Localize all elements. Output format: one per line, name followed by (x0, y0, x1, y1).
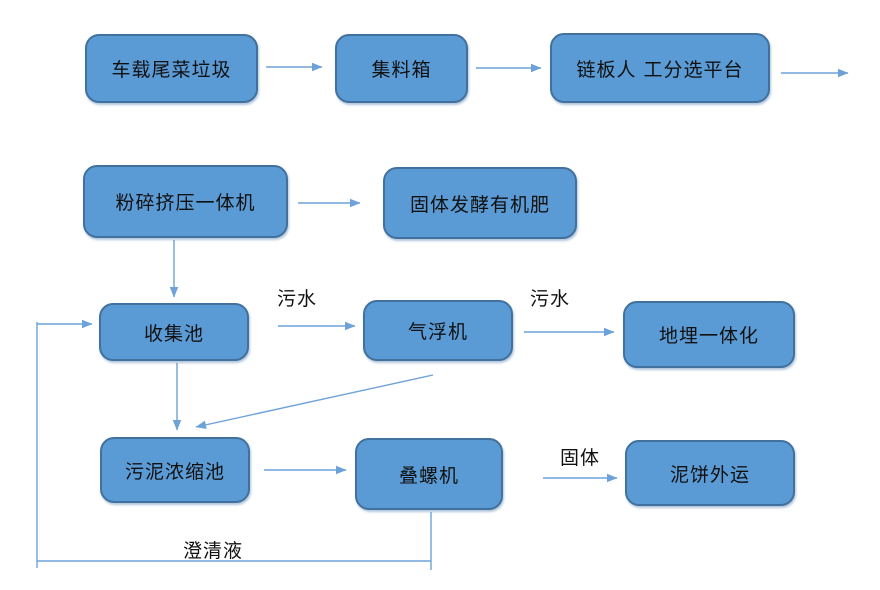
node-mud-cake-out-label: 泥饼外运 (669, 463, 750, 486)
node-screw-press: 叠螺机 (355, 438, 503, 510)
node-screw-press-label: 叠螺机 (398, 464, 459, 487)
node-mud-cake-out: 泥饼外运 (625, 440, 795, 506)
node-solid-fertilizer-label: 固体发酵有机肥 (409, 193, 550, 216)
edge-label-sewage-1: 污水 (277, 288, 318, 310)
node-crusher-press-label: 粉碎挤压一体机 (115, 192, 256, 214)
node-collection-box: 集料箱 (335, 34, 468, 103)
node-buried-integration-label: 地埋一体化 (658, 325, 759, 347)
edge-label-clarified-liquid: 澄清液 (183, 540, 244, 562)
node-collection-pool-label: 收集池 (143, 322, 204, 345)
node-collection-box-label: 集料箱 (371, 59, 432, 81)
node-sludge-thickening: 污泥浓缩池 (100, 437, 250, 503)
edge-label-sewage-2: 污水 (530, 288, 571, 310)
edge-label-solid: 固体 (560, 447, 601, 469)
node-sludge-thickening-label: 污泥浓缩池 (124, 460, 225, 483)
node-sorting-platform: 链板人 工分选平台 (550, 33, 770, 103)
node-buried-integration: 地埋一体化 (623, 301, 795, 368)
node-sorting-platform-label: 链板人 工分选平台 (576, 58, 744, 81)
node-collection-pool: 收集池 (99, 303, 249, 361)
node-air-flotation-label: 气浮机 (407, 321, 468, 343)
node-truck-waste-label: 车载尾菜垃圾 (111, 59, 232, 81)
node-air-flotation: 气浮机 (363, 300, 513, 361)
node-crusher-press: 粉碎挤压一体机 (83, 165, 288, 238)
node-truck-waste: 车载尾菜垃圾 (85, 34, 258, 103)
node-solid-fertilizer: 固体发酵有机肥 (383, 167, 577, 239)
arrow-air-flotation-to-sludge-thickening (195, 374, 434, 430)
